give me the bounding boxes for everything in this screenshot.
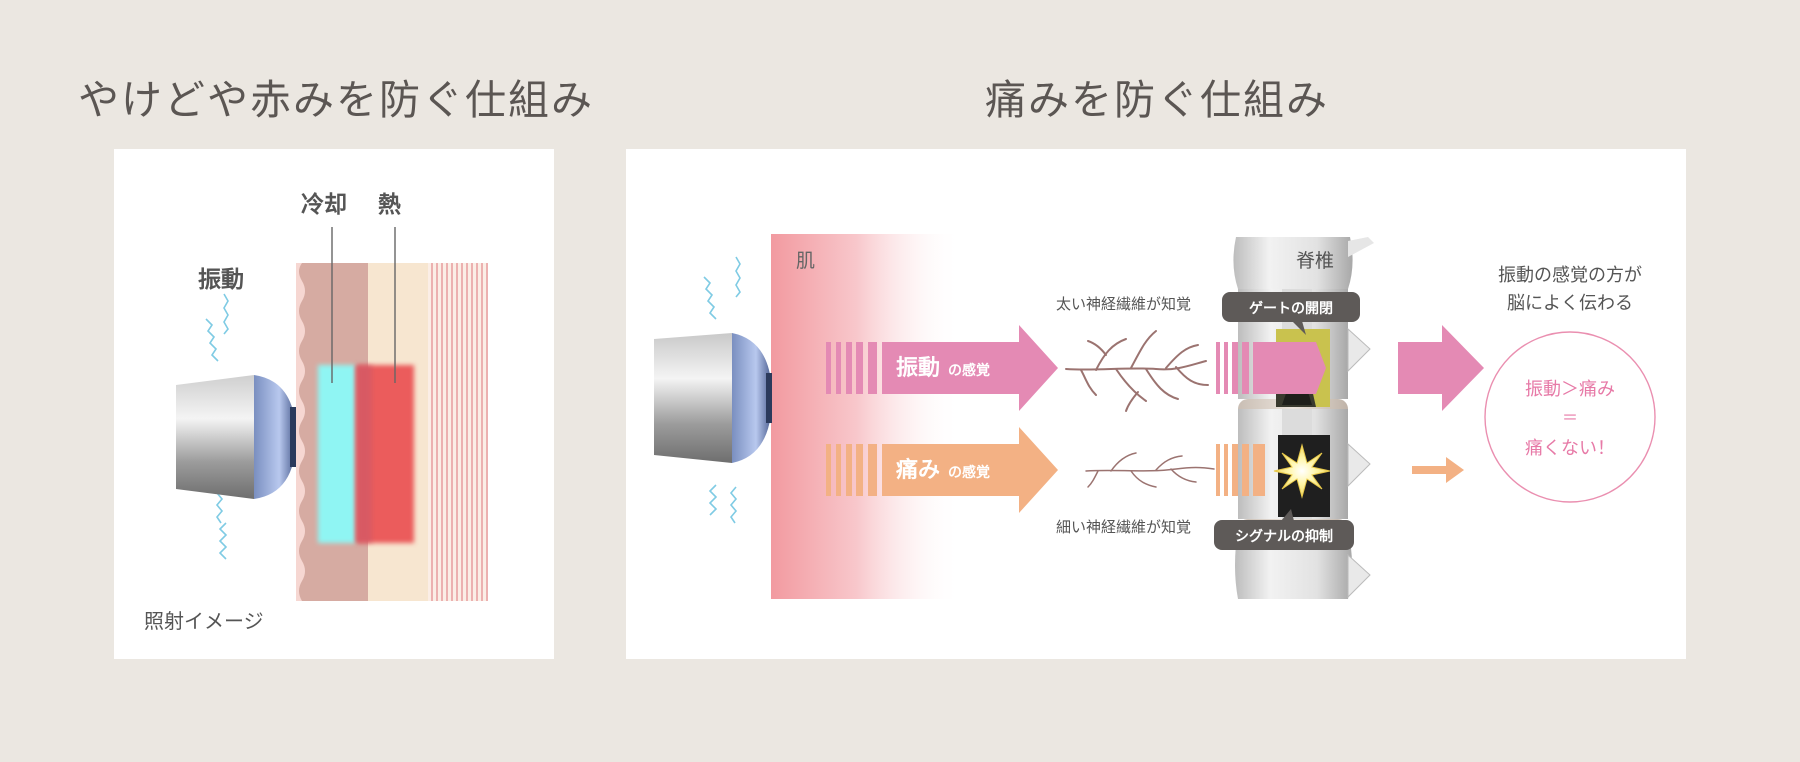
gate-closed [1273,435,1331,517]
badge-signal-text: シグナルの抑制 [1235,528,1333,545]
spark-icon [1273,443,1331,499]
label-skin: 肌 [796,250,815,272]
thick-nerve-fiber [1065,330,1209,412]
cooling-zone [318,365,356,543]
label-spine: 脊椎 [1296,250,1334,272]
badge-signal: シグナルの抑制 [1214,509,1354,550]
label-vibration: 振動 [198,266,244,293]
brain-text-line2: 脳によく伝わる [1507,293,1633,314]
title-burn-prevention: やけどや赤みを防ぐ仕組み [78,76,594,124]
vibration-signal-pass [1216,325,1484,411]
label-heat: 熱 [378,192,401,218]
pain-mechanism-panel: 肌 振動 の感覚 [626,149,1686,659]
result-circle [1484,331,1656,503]
label-thin-nerve: 細い神経繊維が知覚 [1056,518,1191,536]
heat-overlap [356,365,372,543]
vibration-arrow-main: 振動 [896,356,940,381]
vibration-waves [703,256,741,524]
tissue-stripes [431,263,488,601]
thin-nerve-fiber [1085,452,1215,488]
skin-layer [771,234,961,599]
label-thick-nerve: 太い神経繊維が知覚 [1056,295,1191,313]
badge-gate: ゲートの開閉 [1222,292,1360,335]
irradiation-panel: 振動 冷却 熱 照射イメージ [114,149,554,659]
label-cooling: 冷却 [301,191,347,218]
pain-arrow-main: 痛み [896,457,940,483]
skin-surface [296,263,305,601]
badge-gate-text: ゲートの開閉 [1249,300,1333,317]
title-pain-prevention: 痛みを防ぐ仕組み [985,76,1329,124]
circle-text-line2: ＝ [1562,408,1578,427]
handpiece-device [176,375,296,499]
vibration-sensation-arrow: 振動 の感覚 [826,325,1058,411]
circle-text-line3: 痛くない！ [1525,438,1615,459]
vibration-arrow-sub: の感覚 [948,362,990,379]
caption-irradiation: 照射イメージ [144,609,264,633]
circle-text-line1: 振動＞痛み [1525,379,1615,400]
spinal-processes [1347,327,1371,599]
handpiece-device [654,333,772,463]
pain-arrow-sub: の感覚 [948,464,990,481]
pain-signal-blocked [1216,444,1464,496]
pain-sensation-arrow: 痛み の感覚 [826,427,1058,513]
brain-text-line1: 振動の感覚の方が [1498,265,1642,286]
